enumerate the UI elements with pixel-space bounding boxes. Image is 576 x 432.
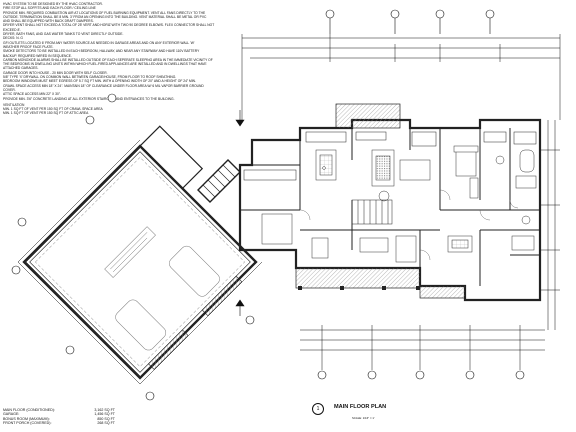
connector-stair bbox=[197, 159, 241, 203]
general-notes: HVAC SYSTEM TO BE DESIGNED BY THE HVAC C… bbox=[3, 2, 239, 116]
note-line: HVAC SYSTEM TO BE DESIGNED BY THE HVAC C… bbox=[3, 2, 103, 6]
area-row: GARAGE: 1,456 SQ FT bbox=[3, 412, 115, 416]
grid-bubbles-bottom bbox=[317, 370, 525, 380]
note-line: BEDROOM WINDOWS MUST MEET EGRESS OF 5.7 … bbox=[3, 79, 196, 84]
note-line: AND SHALL BE EQUIPPED WITH BACK DRAFT DA… bbox=[3, 19, 94, 24]
note-line: EXCEED 8'. bbox=[3, 27, 21, 32]
note-line: ATTACHED GARAGES. bbox=[3, 66, 39, 71]
note-line: PROVIDE MIN. 3'6" CONCRETE LANDING AT AL… bbox=[3, 96, 175, 101]
top-dimension-lines bbox=[241, 34, 561, 120]
note-line: DRYER VENT SHALL NOT EXCEED A TOTAL OF 2… bbox=[3, 23, 215, 28]
ventilation-line: MIN. 1 SQ FT OF VENT PER 150 SQ FT OF CR… bbox=[3, 107, 103, 112]
note-line: OUTSIDE. TERMINATION SHALL BE 8 MIN. 3' … bbox=[3, 14, 207, 19]
area-value: 1,456 SQ FT bbox=[94, 412, 115, 417]
garage-dimension-lines bbox=[17, 139, 263, 385]
area-value: 850 SQ FT bbox=[97, 416, 115, 421]
area-value: 3,162 SQ FT bbox=[94, 408, 115, 412]
area-row: FRONT PORCH (COVERED): 268 SQ FT bbox=[3, 421, 115, 425]
note-line: GARAGE DOOR INTO HOUSE - 20 MIN DOOR WIT… bbox=[3, 70, 108, 75]
area-schedule: MAIN FLOOR (CONDITIONED): 3,162 SQ FT GA… bbox=[3, 408, 115, 426]
note-line: DRYER, BATH FANS, AND GAS WATER TANKS TO… bbox=[3, 32, 124, 37]
right-dimension-lines bbox=[540, 120, 560, 330]
area-label: MAIN FLOOR (CONDITIONED): bbox=[3, 408, 55, 412]
note-line: WEATHER PROOF FACE PLATE. bbox=[3, 44, 54, 49]
area-row: MAIN FLOOR (CONDITIONED): 3,162 SQ FT bbox=[3, 408, 115, 412]
drawing-number-bubble: 1 bbox=[312, 403, 324, 415]
area-label: BONUS ROOM (MAXIMUM): bbox=[3, 416, 50, 421]
note-line: DECKS: N. G bbox=[3, 36, 23, 41]
area-value: 268 SQ FT bbox=[97, 421, 115, 426]
area-row: BONUS ROOM (MAXIMUM): 850 SQ FT bbox=[3, 417, 115, 421]
grid-bubbles-top bbox=[325, 9, 495, 34]
note-line: ATTIC SPACE ACCESS MIN 22" X 30". bbox=[3, 92, 61, 97]
grid-bubbles-left bbox=[11, 93, 255, 401]
drawing-title: MAIN FLOOR PLAN bbox=[334, 404, 387, 410]
note-line: COVER. bbox=[3, 87, 16, 92]
drawing-scale: SCALE: 1/16" = 1' bbox=[352, 416, 375, 420]
area-label: GARAGE: bbox=[3, 412, 20, 417]
garage-wing bbox=[22, 125, 258, 380]
note-line: CRAWL SPACE ACCESS MIN 18" X 24". MAINTA… bbox=[3, 83, 204, 88]
note-line: 5/8" TYPE 'X' DRYWALL ON COMMON WALL BET… bbox=[3, 75, 177, 80]
note-line: CARBON MONOXIDE ALARMS SHALL BE INSTALLE… bbox=[3, 57, 213, 62]
bottom-dimension-lines bbox=[300, 325, 545, 370]
ventilation-heading: VENTILATION bbox=[3, 102, 25, 107]
note-line: GFI OUTLETS LOCATED 6' FROM ANY WATER SO… bbox=[3, 40, 195, 45]
area-label: FRONT PORCH (COVERED): bbox=[3, 421, 52, 426]
note-line: BACKUP. REQUIRED WIRED IN SEQUENCE. bbox=[3, 53, 72, 58]
note-line: FIRE STOP ALL SOFFITS AND EACH FLOOR / C… bbox=[3, 6, 96, 11]
note-line: THE BEDROOMS IN DWELLING UNITS WITHIN WH… bbox=[3, 62, 207, 67]
section-markers bbox=[235, 110, 245, 316]
main-house bbox=[238, 103, 542, 302]
note-line: PROVIDE MIN. REQUIRED COMBUSTION AIR AT … bbox=[3, 10, 206, 15]
ventilation-line: MIN. 1 SQ FT OF VENT PER 150 SQ FT OF AT… bbox=[3, 111, 89, 116]
note-line: SMOKE DETECTORS TO BE INSTALLED IN EACH … bbox=[3, 49, 200, 54]
